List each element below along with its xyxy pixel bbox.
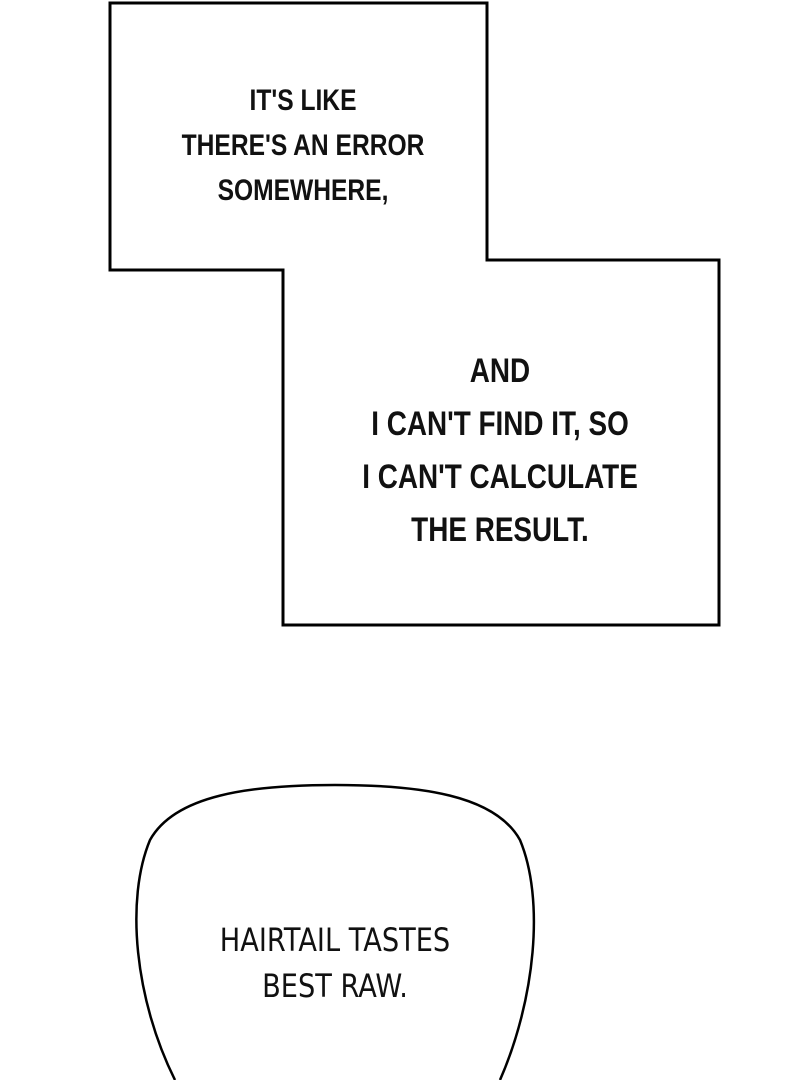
speech-bubble-text: HAIRTAIL TASTES BEST RAW. xyxy=(160,917,510,1009)
text-line: AND xyxy=(469,352,531,390)
text-line: I CAN'T CALCULATE xyxy=(362,458,638,496)
text-line: THERE'S AN ERROR xyxy=(181,129,425,162)
text-line: SOMEWHERE, xyxy=(217,174,389,207)
narration-text-2: AND I CAN'T FIND IT, SO I CAN'T CALCULAT… xyxy=(320,345,680,557)
speech-bubble xyxy=(135,783,536,1080)
text-line: BEST RAW. xyxy=(262,967,408,1005)
text-line: IT'S LIKE xyxy=(249,84,357,117)
text-line: THE RESULT. xyxy=(411,511,589,549)
text-line: I CAN'T FIND IT, SO xyxy=(371,405,629,443)
text-line: HAIRTAIL TASTES xyxy=(219,921,451,959)
narration-box xyxy=(108,1,721,627)
narration-text-1: IT'S LIKE THERE'S AN ERROR SOMEWHERE, xyxy=(140,78,466,213)
